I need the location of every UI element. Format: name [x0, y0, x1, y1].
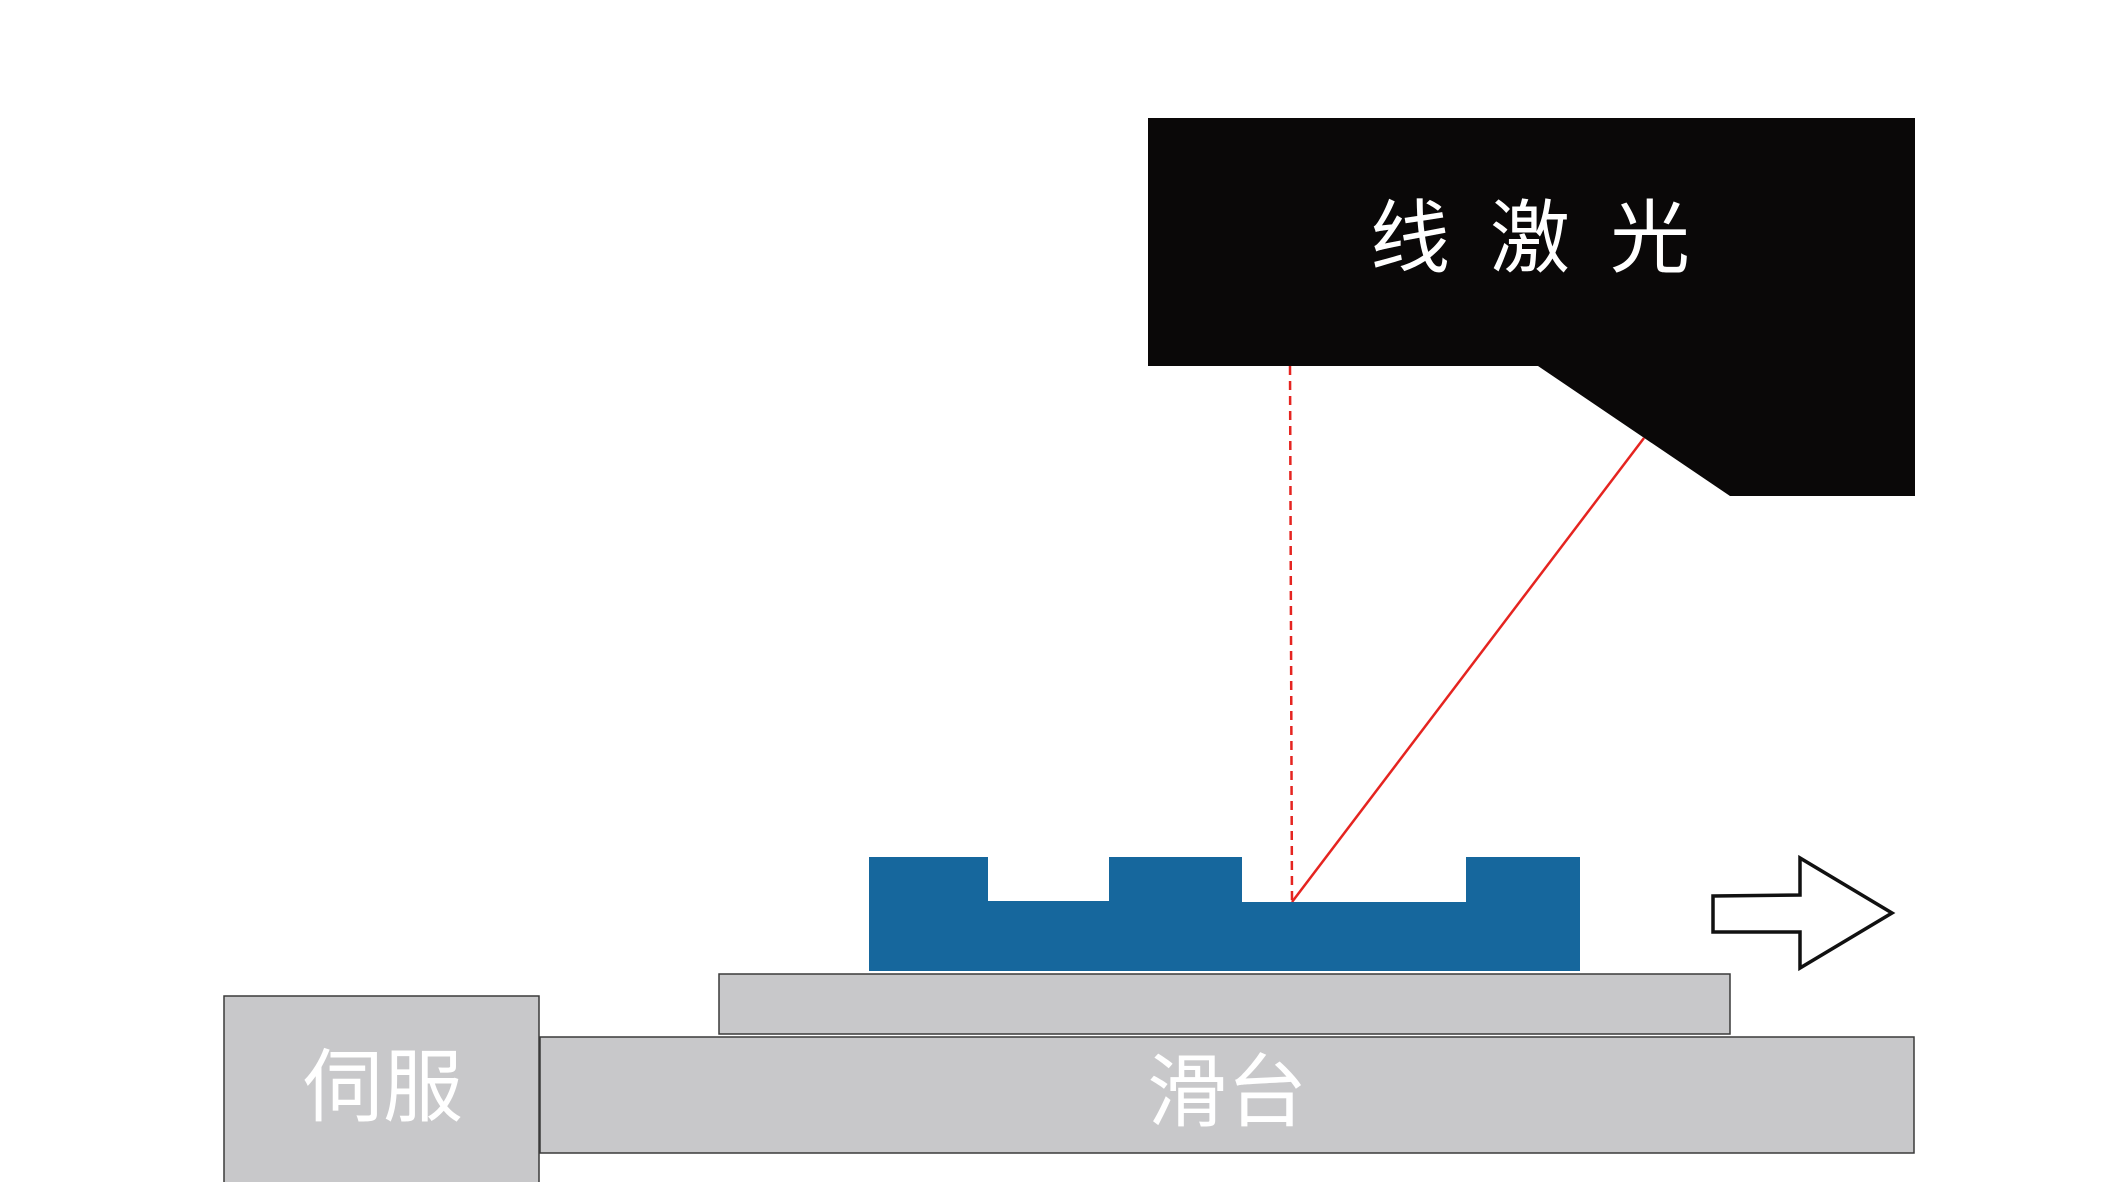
- laser-emitted-beam: [1288, 365, 1294, 903]
- workpiece: [869, 857, 1580, 971]
- servo-motor-label: 伺服: [303, 1041, 463, 1134]
- laser-sensor-label: 线激光: [1370, 192, 1730, 285]
- arrow-right-icon: [1711, 854, 1896, 972]
- slide-stage-label: 滑台: [1147, 1046, 1307, 1139]
- carrier-plate: [718, 973, 1731, 1035]
- slide-stage-body: [539, 1036, 1915, 1154]
- laser-beams: [1288, 365, 1645, 903]
- slide-stage: 滑台: [539, 1036, 1915, 1154]
- line-laser-sensor: 线激光: [1148, 118, 1915, 496]
- laser-sensor-body: [1148, 118, 1915, 496]
- servo-motor-body: [223, 995, 540, 1182]
- servo-motor: 伺服: [223, 995, 540, 1182]
- laser-reflected-beam: [1291, 437, 1645, 903]
